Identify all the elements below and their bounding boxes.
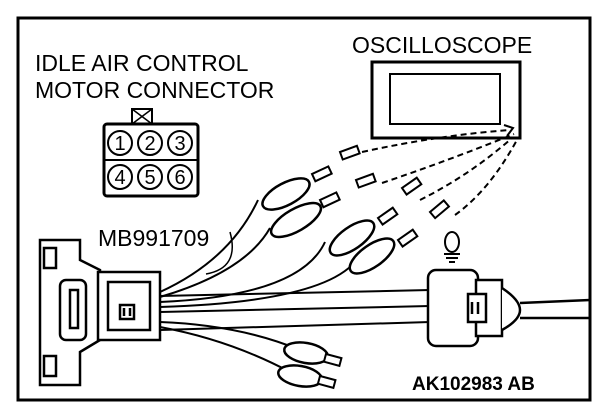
connector-label-line1: IDLE AIR CONTROL <box>35 50 249 76</box>
pin-3: 3 <box>167 130 193 156</box>
probe-clip-6 <box>277 364 323 388</box>
harness-leader-line <box>205 231 234 275</box>
harness-connector-left <box>38 238 162 387</box>
main-cable <box>159 289 431 331</box>
probe-clip-3 <box>328 219 376 257</box>
svg-text:1: 1 <box>114 133 125 155</box>
probe-clip-2 <box>269 201 323 239</box>
probe-tips <box>310 144 451 390</box>
oscilloscope-label: OSCILLOSCOPE <box>352 32 532 58</box>
connector-label-line2: MOTOR CONNECTOR <box>35 77 274 103</box>
test-lamp <box>444 231 460 263</box>
oscilloscope: OSCILLOSCOPE <box>352 32 532 140</box>
pin-6: 6 <box>167 164 193 190</box>
svg-text:2: 2 <box>144 133 155 155</box>
svg-text:5: 5 <box>144 167 155 189</box>
connector-face: 1 2 3 4 5 6 <box>102 108 200 198</box>
oscilloscope-screen <box>389 73 501 125</box>
probe-clip-4 <box>348 237 396 275</box>
svg-text:3: 3 <box>174 133 185 155</box>
harness-wires <box>159 199 356 373</box>
figure-frame <box>16 16 592 402</box>
probe-clips <box>261 177 396 388</box>
probe-leads <box>361 129 519 216</box>
probe-clip-5 <box>283 341 329 365</box>
motor-connector-right <box>426 268 591 348</box>
scope-input-arrow <box>503 124 515 137</box>
pin-4: 4 <box>107 164 133 190</box>
pin-2: 2 <box>137 130 163 156</box>
harness-label: MB991709 <box>98 225 209 251</box>
pin-1: 1 <box>107 130 133 156</box>
probe-clip-1 <box>261 177 311 211</box>
pin-5: 5 <box>137 164 163 190</box>
svg-text:4: 4 <box>114 167 125 189</box>
svg-text:6: 6 <box>174 167 185 189</box>
figure-id: AK102983 AB <box>412 374 535 395</box>
